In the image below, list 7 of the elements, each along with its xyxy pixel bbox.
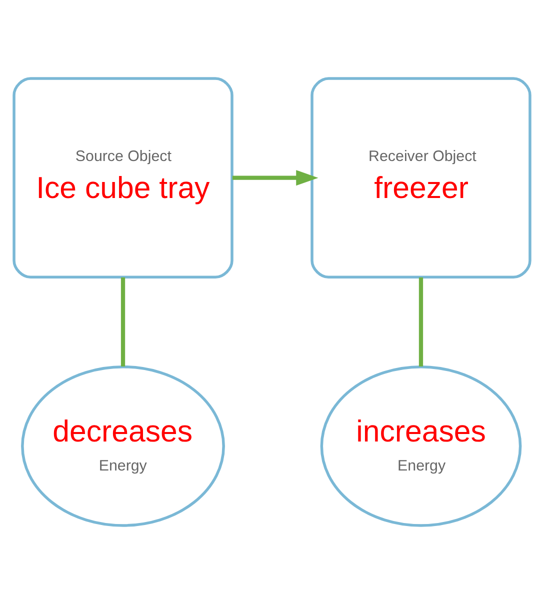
node-box: Receiver Object freezer [310, 77, 532, 279]
connector [418, 277, 424, 367]
connector [120, 277, 126, 367]
node-ellipse: decreases Energy [21, 365, 225, 527]
node-box: Source Object Ice cube tray [12, 77, 234, 279]
node-ellipse: increases Energy [320, 365, 522, 527]
arrow [232, 170, 318, 186]
